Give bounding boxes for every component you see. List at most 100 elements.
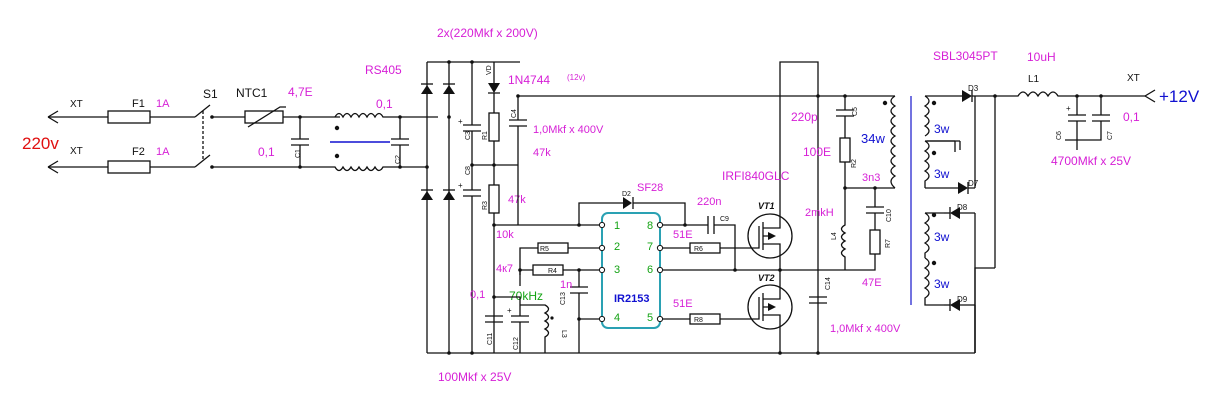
secondary-return (974, 267, 995, 353)
ntc1-label: NTC1 (236, 86, 268, 100)
r5-ref: R5 (540, 246, 549, 253)
c4-ref: C4 (511, 109, 518, 118)
l1-value: 10uH (1027, 50, 1056, 64)
resistor-r1: R1 47k (482, 112, 551, 159)
output-capacitor-c7: C7 0,1 (1065, 94, 1140, 141)
r4-value: 4к7 (496, 263, 513, 275)
c12-ref: C12 (513, 337, 520, 350)
resistor-r3: R3 47k (482, 165, 526, 353)
r2-ref: R2 (851, 159, 858, 168)
pin-5: 5 (647, 312, 653, 324)
xt-out-label: XT (1127, 73, 1140, 84)
f2-value: 1A (156, 146, 170, 158)
pin-3: 3 (614, 264, 620, 276)
f1-value: 1A (156, 98, 170, 110)
svg-text:+: + (458, 181, 463, 190)
vd1-ref: VD (486, 65, 493, 75)
ic-label: IR2153 (614, 293, 649, 305)
capacitor-c13: 1n C13 (560, 268, 599, 353)
r8-value: 51E (673, 298, 693, 310)
c12-value: 100Mkf x 25V (438, 370, 511, 384)
input-connector-bottom: XT (47, 146, 108, 174)
rs405-label: RS405 (365, 63, 402, 77)
ntc1-value: 4,7E (288, 85, 313, 99)
capacitor-c9: 220n C9 (683, 196, 736, 270)
output-voltage-label: +12V (1159, 87, 1200, 106)
primary-turns-label: 34w (861, 131, 885, 146)
d8-ref: D8 (957, 203, 968, 212)
fuse-f1: F1 1A (107, 98, 195, 124)
c11-ref: C11 (487, 333, 494, 345)
switch-s1: S1 (194, 87, 300, 169)
d9-ref: D9 (957, 295, 968, 304)
l3-ref: L3 (560, 330, 567, 338)
c4-value: 1,0Mkf x 400V (533, 124, 604, 136)
resistor-r5: R5 (519, 242, 599, 275)
pin-2: 2 (614, 241, 620, 253)
r7-ref: R7 (885, 239, 892, 248)
r6-value: 51E (673, 229, 693, 241)
c9-value: 220n (697, 196, 721, 208)
bulk-caps-label: 2x(220Mkf x 200V) (437, 26, 538, 40)
pin-8: 8 (647, 220, 653, 232)
c5-value: 220p (791, 110, 818, 124)
r6-ref: R6 (694, 246, 703, 253)
r3-value: 47k (508, 194, 526, 206)
pin-1: 1 (614, 220, 620, 232)
vt2-ref: VT2 (758, 273, 775, 283)
pin-4: 4 (614, 312, 620, 324)
inductor-l3: L3 (520, 304, 567, 353)
transformer-primary: 34w (861, 95, 897, 189)
c3-ref: C3 (465, 131, 472, 140)
c7-ref: C7 (1107, 131, 1114, 140)
sec-turns-2: 3w (934, 167, 950, 181)
f2-ref: F2 (132, 146, 145, 158)
l1-ref: L1 (1028, 74, 1040, 85)
r2-value: 100E (803, 145, 831, 159)
resistor-r4: R4 4к7 (496, 263, 599, 286)
output-capacitor-c6: + C6 4700Mkf x 25V (1051, 94, 1131, 168)
zener-voltage-label: (12v) (567, 73, 586, 82)
inductor-l4: L4 2mkH (805, 186, 847, 270)
fuse-f2: F2 1A (107, 146, 195, 174)
c2-value: 0,1 (376, 97, 393, 111)
sec-turns-1: 3w (934, 122, 950, 136)
xt-in-top-label: XT (70, 99, 83, 110)
c1-ref: C1 (295, 149, 302, 158)
d3-ref: D3 (968, 84, 979, 93)
r10k-label: 10k (496, 229, 514, 241)
common-mode-choke (300, 112, 400, 172)
pin-7: 7 (647, 241, 653, 253)
c14-value: 1,0Mkf x 400V (830, 323, 901, 335)
c14-ref: C14 (825, 277, 832, 290)
capacitor-c11: 0,1 C11 (470, 289, 503, 345)
transformer-secondary-lower: 3w 3w (923, 212, 950, 306)
capacitor-c4: C4 1,0Mkf x 400V (472, 94, 845, 167)
d7-ref: D7 (968, 179, 979, 188)
schottky-label: SBL3045PT (933, 49, 998, 63)
bulk-capacitors: + + C3 C8 2x(220Mkf x 200V) (437, 26, 538, 355)
frequency-label: 70kHz (509, 289, 543, 303)
xt-in-bottom-label: XT (70, 146, 83, 157)
l4-ref: L4 (831, 232, 838, 240)
svg-text:+: + (1066, 104, 1071, 113)
mosfet-vt2: VT2 (747, 270, 793, 353)
c5-ref: C5 (852, 107, 859, 116)
sec-turns-3: 3w (934, 230, 950, 244)
capacitor-c12: + C12 100Mkf x 25V (438, 296, 529, 384)
c13-ref: C13 (560, 292, 567, 305)
svg-text:+: + (507, 306, 512, 315)
output-inductor-l1: L1 10uH (1012, 50, 1145, 98)
output-diodes: D3 D7 D8 D9 SBL3045PT (925, 49, 1012, 353)
svg-text:+: + (458, 117, 463, 126)
r1-value: 47k (533, 147, 551, 159)
zener-diode-vd1: VD 1N4744 (12v) (486, 62, 586, 165)
sec-turns-4: 3w (934, 277, 950, 291)
snubber-c10-r7: 3n3 C10 R7 47E (845, 172, 893, 289)
resistor-r8: R8 51E (663, 298, 748, 325)
pin-6: 6 (647, 264, 653, 276)
mosfet-type-label: IRFI840GLC (722, 169, 790, 183)
ic-ir2153: IR2153 1 2 3 4 5 6 7 8 (598, 212, 664, 329)
sf28-label: SF28 (637, 182, 663, 194)
